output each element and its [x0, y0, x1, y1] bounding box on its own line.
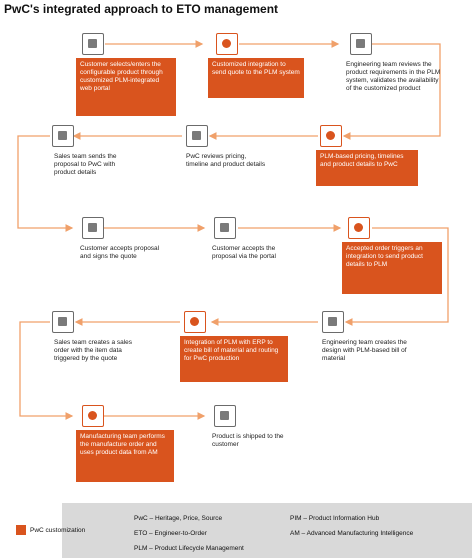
step-10-box: Engineering team creates the design with… — [322, 339, 407, 362]
legend-swatch-label: PwC customization — [30, 527, 86, 534]
step-12-box: Sales team creates a sales order with th… — [54, 339, 133, 362]
signed-quote-icon — [82, 217, 104, 239]
legend-panel — [62, 503, 472, 558]
factory-icon — [82, 405, 104, 427]
support-icon — [52, 311, 74, 333]
step-3-box: Engineering team reviews the product req… — [346, 61, 441, 92]
connector-6-7 — [17, 135, 74, 232]
legend-item-5: AM – Advanced Manufacturing Intelligence — [290, 530, 414, 537]
signature-icon — [214, 217, 236, 239]
review-icon — [186, 125, 208, 147]
integration-icon — [184, 311, 206, 333]
step-11-box: Integration of PLM with ERP to create bi… — [180, 336, 288, 382]
legend-item-2: ETO – Engineer-to-Order — [134, 530, 207, 537]
legend-item-1: PwC – Heritage, Price, Source — [134, 515, 223, 522]
connector-9-10 — [344, 227, 449, 326]
step-4-box: PLM-based pricing, timelines and product… — [316, 150, 418, 186]
step-5-box: PwC reviews pricing, timeline and produc… — [186, 153, 266, 168]
quote-icon — [216, 33, 238, 55]
connector-3-4 — [342, 43, 441, 140]
truck-icon — [214, 405, 236, 427]
step-9-box: Accepted order triggers an integration t… — [342, 242, 442, 294]
step-1-box: Customer selects/enters the configurable… — [76, 58, 176, 116]
page-title: PwC's integrated approach to ETO managem… — [4, 2, 279, 16]
step-8-box: Customer accepts the proposal via the po… — [212, 245, 276, 260]
bom-icon — [322, 311, 344, 333]
customer-icon — [82, 33, 104, 55]
legend-item-3: PLM – Product Lifecycle Management — [134, 545, 244, 552]
step-2-box: Customized integration to send quote to … — [208, 58, 304, 98]
checklist-icon — [348, 217, 370, 239]
flow-connectors — [17, 40, 449, 420]
step-14-box: Product is shipped to the customer — [212, 433, 284, 448]
engineering-doc-icon — [350, 33, 372, 55]
step-13-box: Manufacturing team performs the manufact… — [76, 430, 174, 482]
step-6-box: Sales team sends the proposal to PwC wit… — [54, 153, 117, 176]
legend-swatch — [16, 525, 26, 535]
legend-item-4: PIM – Product Information Hub — [290, 515, 380, 522]
proposal-icon — [52, 125, 74, 147]
connector-12-13 — [19, 321, 74, 420]
price-icon — [320, 125, 342, 147]
step-7-box: Customer accepts proposal and signs the … — [80, 245, 160, 260]
